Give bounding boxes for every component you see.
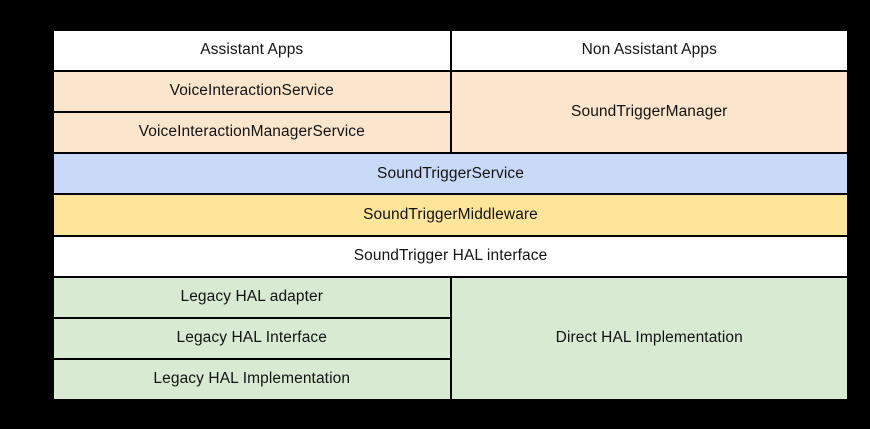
block-sound-trigger-manager: SoundTriggerManager <box>450 71 848 154</box>
block-legacy-hal-interface: Legacy HAL Interface <box>53 317 451 359</box>
block-voice-interaction-service: VoiceInteractionService <box>53 71 451 113</box>
block-sound-trigger-service: SoundTriggerService <box>53 153 848 195</box>
block-sound-trigger-hal-interface: SoundTrigger HAL interface <box>53 235 848 277</box>
block-legacy-hal-adapter: Legacy HAL adapter <box>53 276 451 318</box>
block-non-assistant-apps: Non Assistant Apps <box>450 30 848 72</box>
block-sound-trigger-middleware: SoundTriggerMiddleware <box>53 194 848 236</box>
block-voice-interaction-manager-service: VoiceInteractionManagerService <box>53 112 451 154</box>
block-assistant-apps: Assistant Apps <box>53 30 451 72</box>
soundtrigger-stack-diagram: Assistant Apps Non Assistant Apps VoiceI… <box>52 29 849 401</box>
block-legacy-hal-implementation: Legacy HAL Implementation <box>53 358 451 400</box>
block-direct-hal-implementation: Direct HAL Implementation <box>450 276 848 400</box>
